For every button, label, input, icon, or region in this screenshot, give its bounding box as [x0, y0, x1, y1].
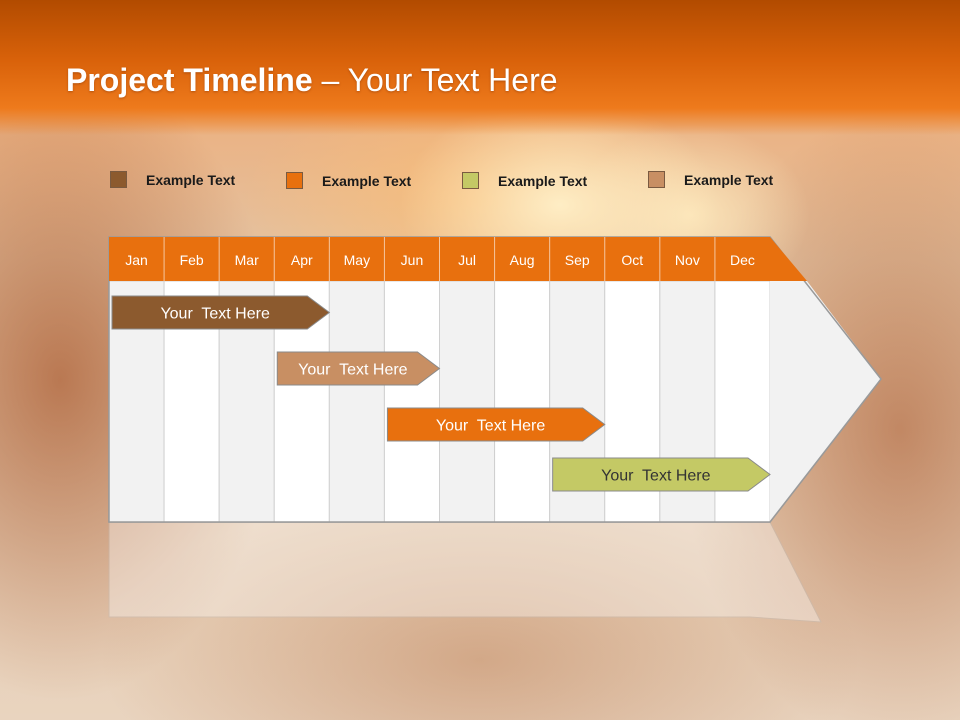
task-bar-label-3: Your Text Here [436, 418, 546, 435]
legend-label-4: Example Text [684, 172, 774, 188]
month-column-jun [383, 280, 440, 523]
title-rest: – Your Text Here [312, 62, 558, 98]
month-label-dec: Dec [730, 252, 755, 268]
title-band [0, 0, 960, 135]
legend-swatch-2 [286, 172, 303, 189]
legend-label-2: Example Text [322, 173, 412, 189]
reflection-shape [108, 521, 822, 623]
task-bar-3[interactable]: Your Text Here [386, 407, 606, 442]
month-header: Jan Feb Mar Apr May Jun Jul Aug Sep Oct Nov Dec [109, 237, 807, 281]
task-bar-4[interactable]: Your Text Here [552, 457, 771, 492]
task-bar-shape-1[interactable] [111, 295, 331, 330]
month-label-jan: Jan [125, 252, 148, 268]
task-bar-shape-2[interactable] [276, 351, 441, 386]
month-label-nov: Nov [675, 252, 700, 268]
timeline-reflection [108, 521, 822, 623]
arrow-tip [770, 281, 881, 522]
header-tip [770, 237, 807, 281]
task-bar-label-1: Your Text Here [160, 306, 270, 323]
month-label-jun: Jun [401, 252, 424, 268]
month-label-feb: Feb [180, 252, 204, 268]
legend-label-1: Example Text [146, 172, 236, 188]
legend-label-3: Example Text [498, 173, 588, 189]
arrow-outline [108, 236, 882, 523]
task-bar-label-2: Your Text Here [298, 362, 408, 379]
task-bar-label-4: Your Text Here [601, 468, 711, 485]
month-label-apr: Apr [291, 252, 313, 268]
legend-swatch-4 [648, 171, 665, 188]
month-label-aug: Aug [510, 252, 535, 268]
month-label-sep: Sep [565, 252, 590, 268]
slide-title: Project Timeline – Your Text Here [66, 62, 558, 99]
month-label-jul: Jul [458, 252, 476, 268]
legend-swatch-3 [462, 172, 479, 189]
task-bar-shape-3[interactable] [386, 407, 606, 442]
month-column-jul [439, 280, 496, 523]
task-bar-shape-4[interactable] [552, 457, 771, 492]
month-label-oct: Oct [621, 252, 643, 268]
month-label-may: May [344, 252, 370, 268]
task-bar-2[interactable]: Your Text Here [276, 351, 441, 386]
month-column-may [328, 280, 385, 523]
task-bar-1[interactable]: Your Text Here [111, 295, 331, 330]
legend-swatch-1 [110, 171, 127, 188]
title-bold: Project Timeline [66, 62, 313, 98]
month-column-aug [494, 280, 551, 523]
month-label-mar: Mar [235, 252, 259, 268]
